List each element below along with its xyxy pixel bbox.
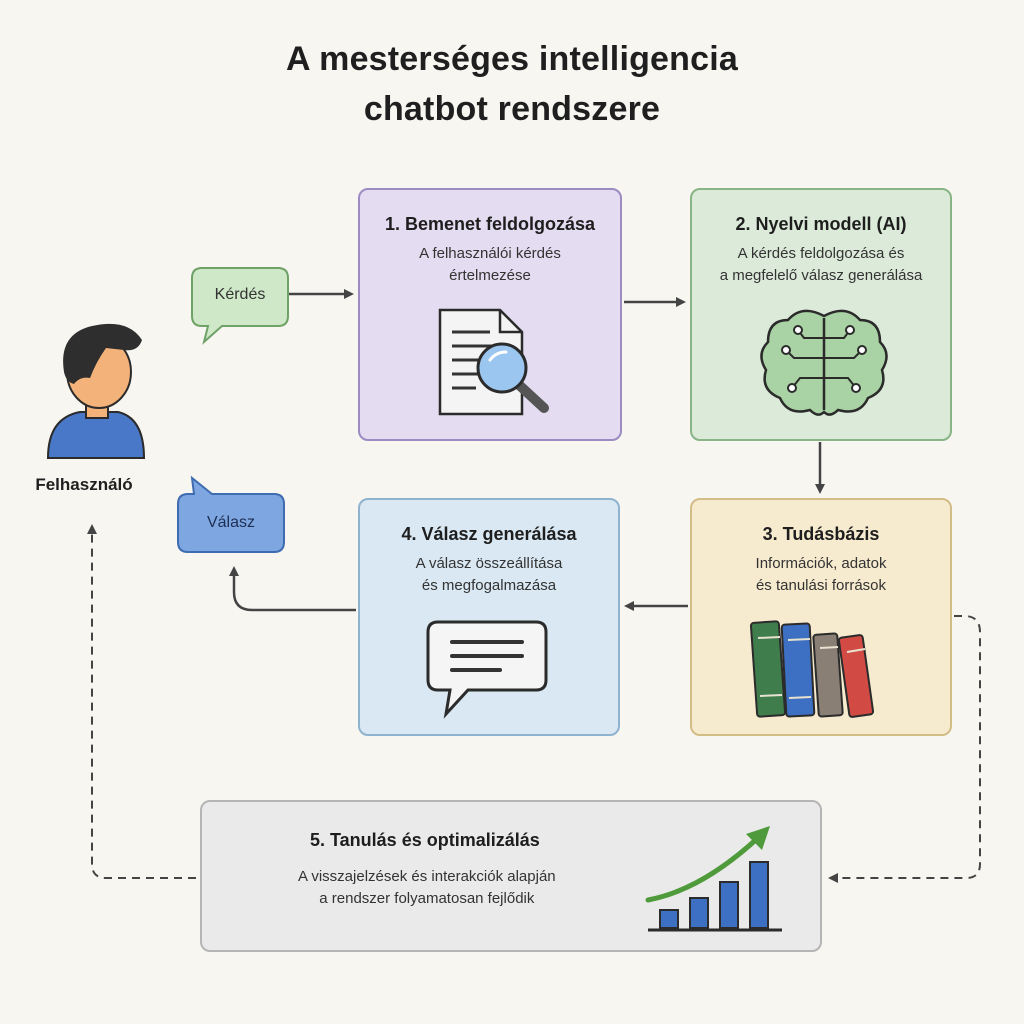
step3-description: Információk, adatok és tanulási források [755,555,887,594]
user-label: Felhasználó [35,475,133,494]
question-bubble-label: Kérdés [214,286,266,303]
answer-bubble-label: Válasz [206,514,256,531]
step4-title: 4. Válasz generálása [401,524,577,544]
step2-title: 2. Nyelvi modell (AI) [735,214,907,234]
step1-description: A felhasználói kérdés értelmezése [419,245,561,284]
step5-description: A visszajelzések és interakciók alapján … [298,868,556,907]
document-search-icon [438,308,549,416]
growth-chart-icon [645,826,782,932]
arrow-step4-to-answer [229,566,356,612]
books-icon [749,620,875,718]
step4-description: A válasz összeállítása és megfogalmazása [415,555,563,594]
dashed-step5-to-user [87,524,196,879]
step-language-model: 2. Nyelvi modell (AI) A kérdés feldolgoz… [690,188,952,441]
step3-title: 3. Tudásbázis [762,524,880,544]
step-answer-generation: 4. Válasz generálása A válasz összeállít… [358,498,620,736]
step-learning-optimization: 5. Tanulás és optimalizálás A visszajelz… [200,800,822,952]
diagram-title: A mesterséges intelligencia chatbot rend… [0,34,1024,134]
step1-title: 1. Bemenet feldolgozása [384,214,596,234]
step2-description: A kérdés feldolgozása és a megfelelő vál… [719,245,923,284]
brain-circuit-icon [760,309,888,416]
title-line-2: chatbot rendszere [363,90,661,128]
title-line-1: A mesterséges intelligencia [286,40,738,78]
dashed-step3-to-step5 [828,615,981,883]
step-knowledge-base: 3. Tudásbázis Információk, adatok és tan… [690,498,952,736]
chat-bubble-icon [426,620,548,719]
step-input-processing: 1. Bemenet feldolgozása A felhasználói k… [358,188,622,441]
step5-title: 5. Tanulás és optimalizálás [310,830,540,850]
